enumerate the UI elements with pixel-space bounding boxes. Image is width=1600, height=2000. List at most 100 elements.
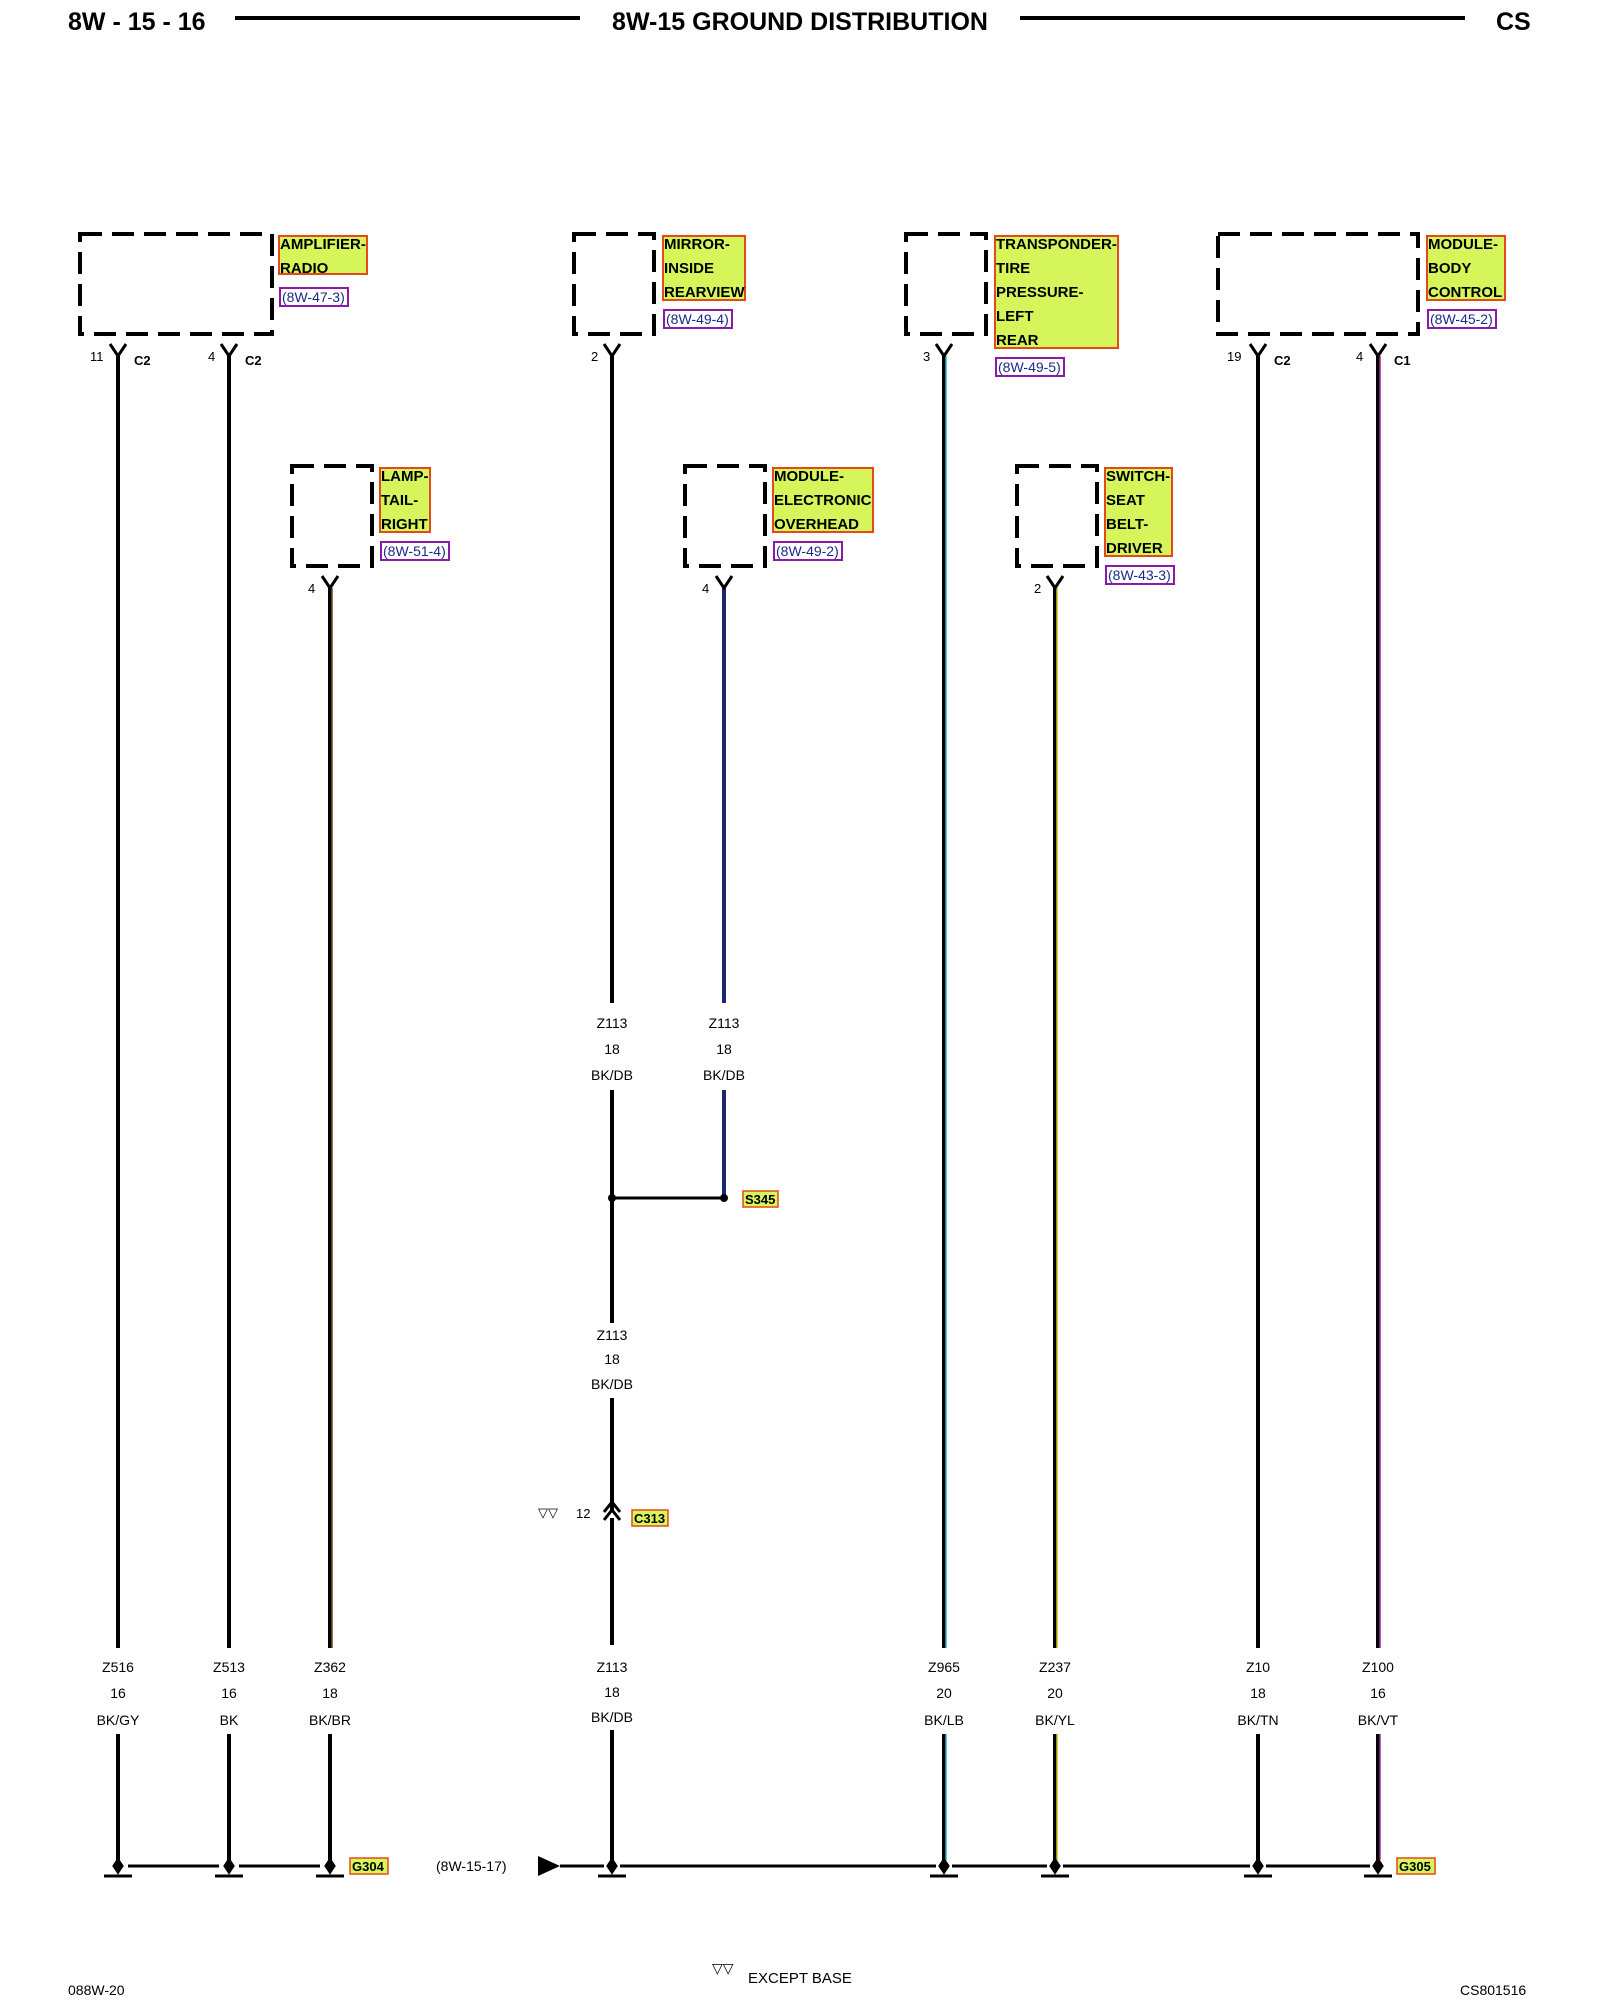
comp-ref: (8W-43-3) [1108,567,1171,583]
wire-gauge: 18 [1250,1685,1266,1701]
pin-number: 3 [923,349,930,364]
switch-seat-belt-label-bg [1104,467,1173,557]
transponder-tire-pressure-box [904,232,988,336]
wire-circuit: Z516 [102,1659,134,1675]
pin-number: 2 [1034,581,1041,596]
crossref-arrow-icon [538,1856,560,1876]
wire-gauge: 20 [1047,1685,1063,1701]
wire-z100 [1376,356,1381,1860]
splice-label-bg [742,1190,779,1208]
wire-circuit: Z113 [597,1327,628,1343]
ground-label-g304: G304 [352,1859,385,1874]
wire-circuit: Z237 [1039,1659,1071,1675]
comp-ref: (8W-45-2) [1430,311,1493,327]
connector-id: C2 [1274,353,1291,368]
wire-z362 [328,588,333,1860]
wire-color: BK/DB [591,1067,633,1083]
wire-color: BK/DB [591,1376,633,1392]
wire-color: BK [220,1712,239,1728]
comp-label: PRESSURE- [996,284,1084,301]
comp-ref: (8W-49-5) [998,359,1061,375]
wire-circuit: Z362 [314,1659,346,1675]
comp-ref: (8W-47-3) [282,289,345,305]
ref-box-mirror [663,309,733,329]
transponder-label-bg [994,235,1119,349]
wire-gauge: 18 [322,1685,338,1701]
wire-z113-branch [612,588,726,1200]
lamp-tail-right-box [290,464,374,568]
comp-label: REARVIEW [664,284,745,301]
comp-ref: (8W-49-2) [776,543,839,559]
pin-number: 4 [1356,349,1363,364]
ref-box-transponder [995,357,1065,377]
wire-color: BK/LB [924,1712,964,1728]
wire-gauge: 16 [110,1685,126,1701]
wire-color: BK/VT [1358,1712,1399,1728]
footer-except-base-symbol: ▽▽ [712,1960,734,1976]
comp-label: SEAT [1106,492,1145,509]
comp-label: CONTROL [1428,284,1502,301]
splice-label: S345 [745,1192,775,1207]
wire-gauge: 18 [604,1041,620,1057]
footer-right: CS801516 [1460,1982,1527,1998]
comp-label: INSIDE [664,260,714,277]
comp-ref: (8W-51-4) [383,543,446,559]
comp-label: LEFT [996,308,1034,325]
wire-color: BK/BR [309,1712,351,1728]
terminal-symbols [108,343,1388,591]
wire-color: BK/YL [1035,1712,1075,1728]
wire-gauge: 18 [604,1684,620,1700]
wire-circuit: Z965 [928,1659,960,1675]
module-body-control-label-bg [1426,235,1506,301]
wire-circuit: Z10 [1246,1659,1270,1675]
pin-number: 11 [90,349,104,364]
module-electronic-overhead-box [683,464,767,568]
ref-box-body-control [1427,309,1497,329]
wire-gauge: 18 [716,1041,732,1057]
wire-gauge: 16 [221,1685,237,1701]
comp-label: TRANSPONDER- [996,236,1117,253]
amplifier-radio-box [78,232,274,336]
footer-left: 088W-20 [68,1982,125,1998]
wire-color: BK/TN [1237,1712,1278,1728]
wire-color: BK/DB [703,1067,745,1083]
wire-color: BK/DB [591,1709,633,1725]
ref-box-overhead [773,541,843,561]
pin-number: 12 [576,1506,590,1521]
wire-z965 [942,356,947,1860]
connector-id: C1 [1394,353,1411,368]
comp-label: MIRROR- [664,236,730,253]
header-left: 8W - 15 - 16 [68,8,206,36]
wire-z237 [1053,588,1058,1860]
ground-label-bg [349,1857,389,1875]
wire-gauge: 18 [604,1351,620,1367]
pin-number: 19 [1227,349,1241,364]
wire-circuit: Z113 [709,1015,740,1031]
amplifier-radio-label-bg [278,235,368,275]
connector-c313-symbol [602,1499,622,1521]
comp-label: ELECTRONIC [774,492,872,509]
wire-circuit: Z113 [597,1015,628,1031]
mirror-label-bg [662,235,746,301]
switch-seat-belt-driver-box [1015,464,1099,568]
pin-number: 2 [591,349,598,364]
lamp-tail-right-label-bg [379,467,431,533]
ref-box-switch [1105,565,1175,585]
footer-except-base: EXCEPT BASE [748,1970,852,1987]
wire-gauge: 16 [1370,1685,1386,1701]
comp-label: OVERHEAD [774,516,859,533]
module-electronic-overhead-label-bg [772,467,874,533]
splice-dot [720,1194,728,1202]
comp-label: MODULE- [774,468,844,485]
ground-terminals [104,1857,1392,1878]
comp-label: DRIVER [1106,540,1163,557]
wire-gauge: 20 [936,1685,952,1701]
comp-label: MODULE- [1428,236,1498,253]
ref-box-amplifier [279,287,349,307]
header-right: CS [1496,8,1531,36]
ground-label-g305: G305 [1399,1859,1431,1874]
crossref-label: (8W-15-17) [436,1858,507,1874]
comp-label: TIRE [996,260,1030,277]
wire-circuit: Z100 [1362,1659,1394,1675]
pin-number: 4 [702,581,709,596]
